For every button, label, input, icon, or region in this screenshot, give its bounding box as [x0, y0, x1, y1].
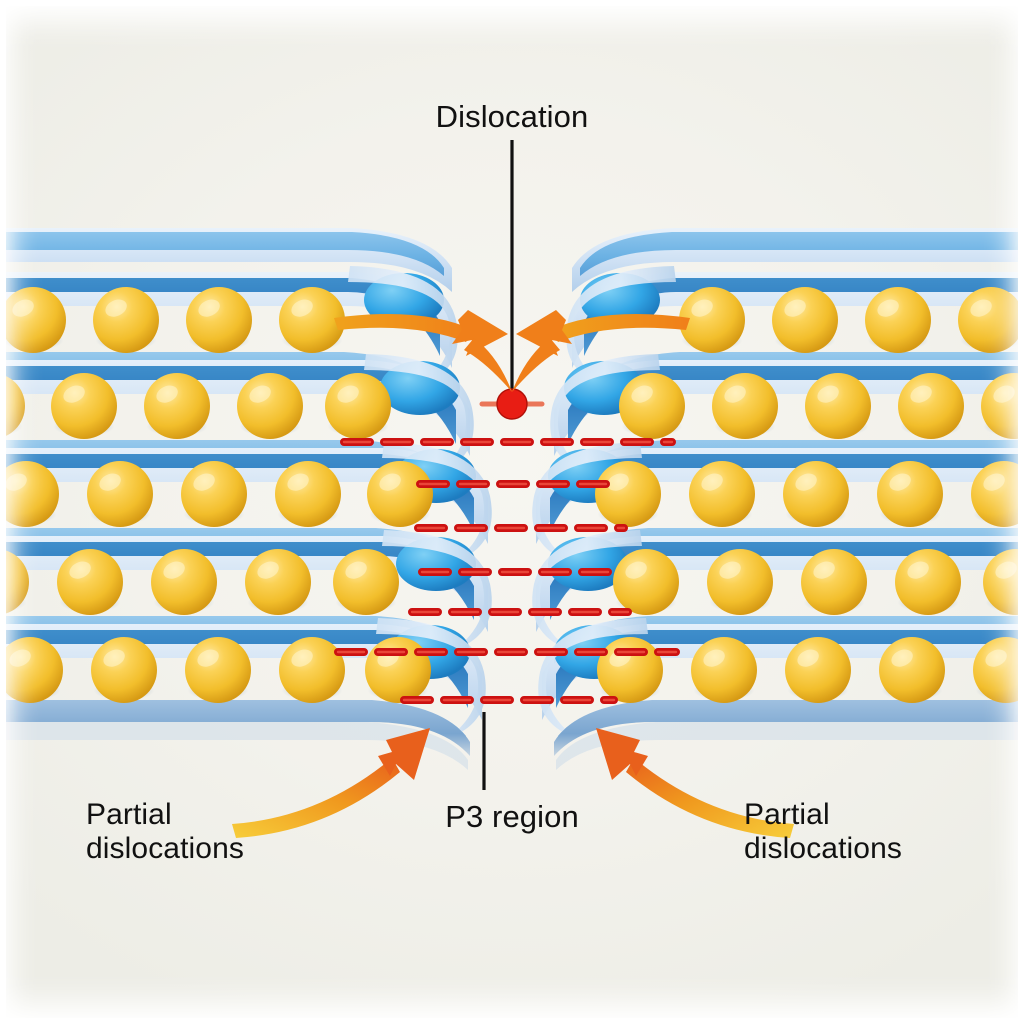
stacking-fault-lines — [334, 438, 680, 704]
left-partial-arrow — [232, 728, 430, 838]
right-partial-arrow — [596, 728, 794, 838]
atom-sphere — [973, 637, 1024, 703]
dislocation-core-dot — [479, 388, 545, 420]
atom-sphere — [971, 461, 1024, 527]
partial-dislocations-label-right: Partial dislocations — [744, 798, 902, 865]
atom-sphere — [0, 373, 25, 439]
dislocation-core-dot — [496, 388, 528, 420]
leader-lines — [482, 140, 514, 790]
layer-slab-bottom — [0, 700, 1024, 770]
p3-region-label: P3 region — [445, 799, 579, 834]
atom-sphere — [0, 549, 29, 615]
layer-slab-top — [0, 228, 1024, 292]
dislocation-label: Dislocation — [435, 99, 589, 134]
partial-dislocations-label-left: Partial dislocations — [86, 798, 244, 865]
left-inward-arrow — [334, 310, 512, 392]
right-inward-arrow — [512, 310, 690, 392]
